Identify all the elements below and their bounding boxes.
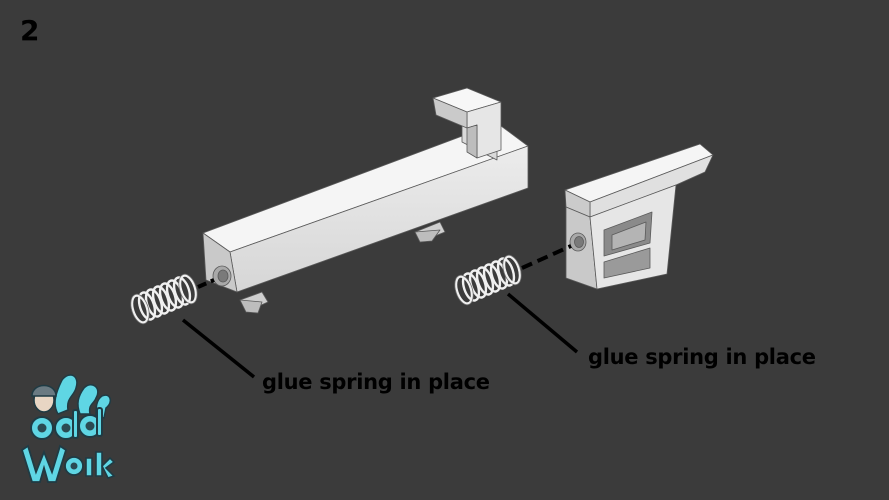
slide-bar-part [202, 87, 529, 314]
assembly-path-left [197, 278, 215, 289]
brand-logo-icon [20, 374, 116, 483]
spring-right [454, 254, 522, 306]
callout-label-right: glue spring in place [588, 345, 816, 369]
callout-label-left: glue spring in place [262, 370, 490, 394]
spring-left [130, 273, 198, 325]
step-number: 2 [20, 14, 40, 47]
bracket-part [564, 143, 714, 290]
callout-leader-right [506, 292, 579, 354]
assembly-path-right [521, 244, 572, 270]
callout-leader-left [181, 318, 256, 379]
